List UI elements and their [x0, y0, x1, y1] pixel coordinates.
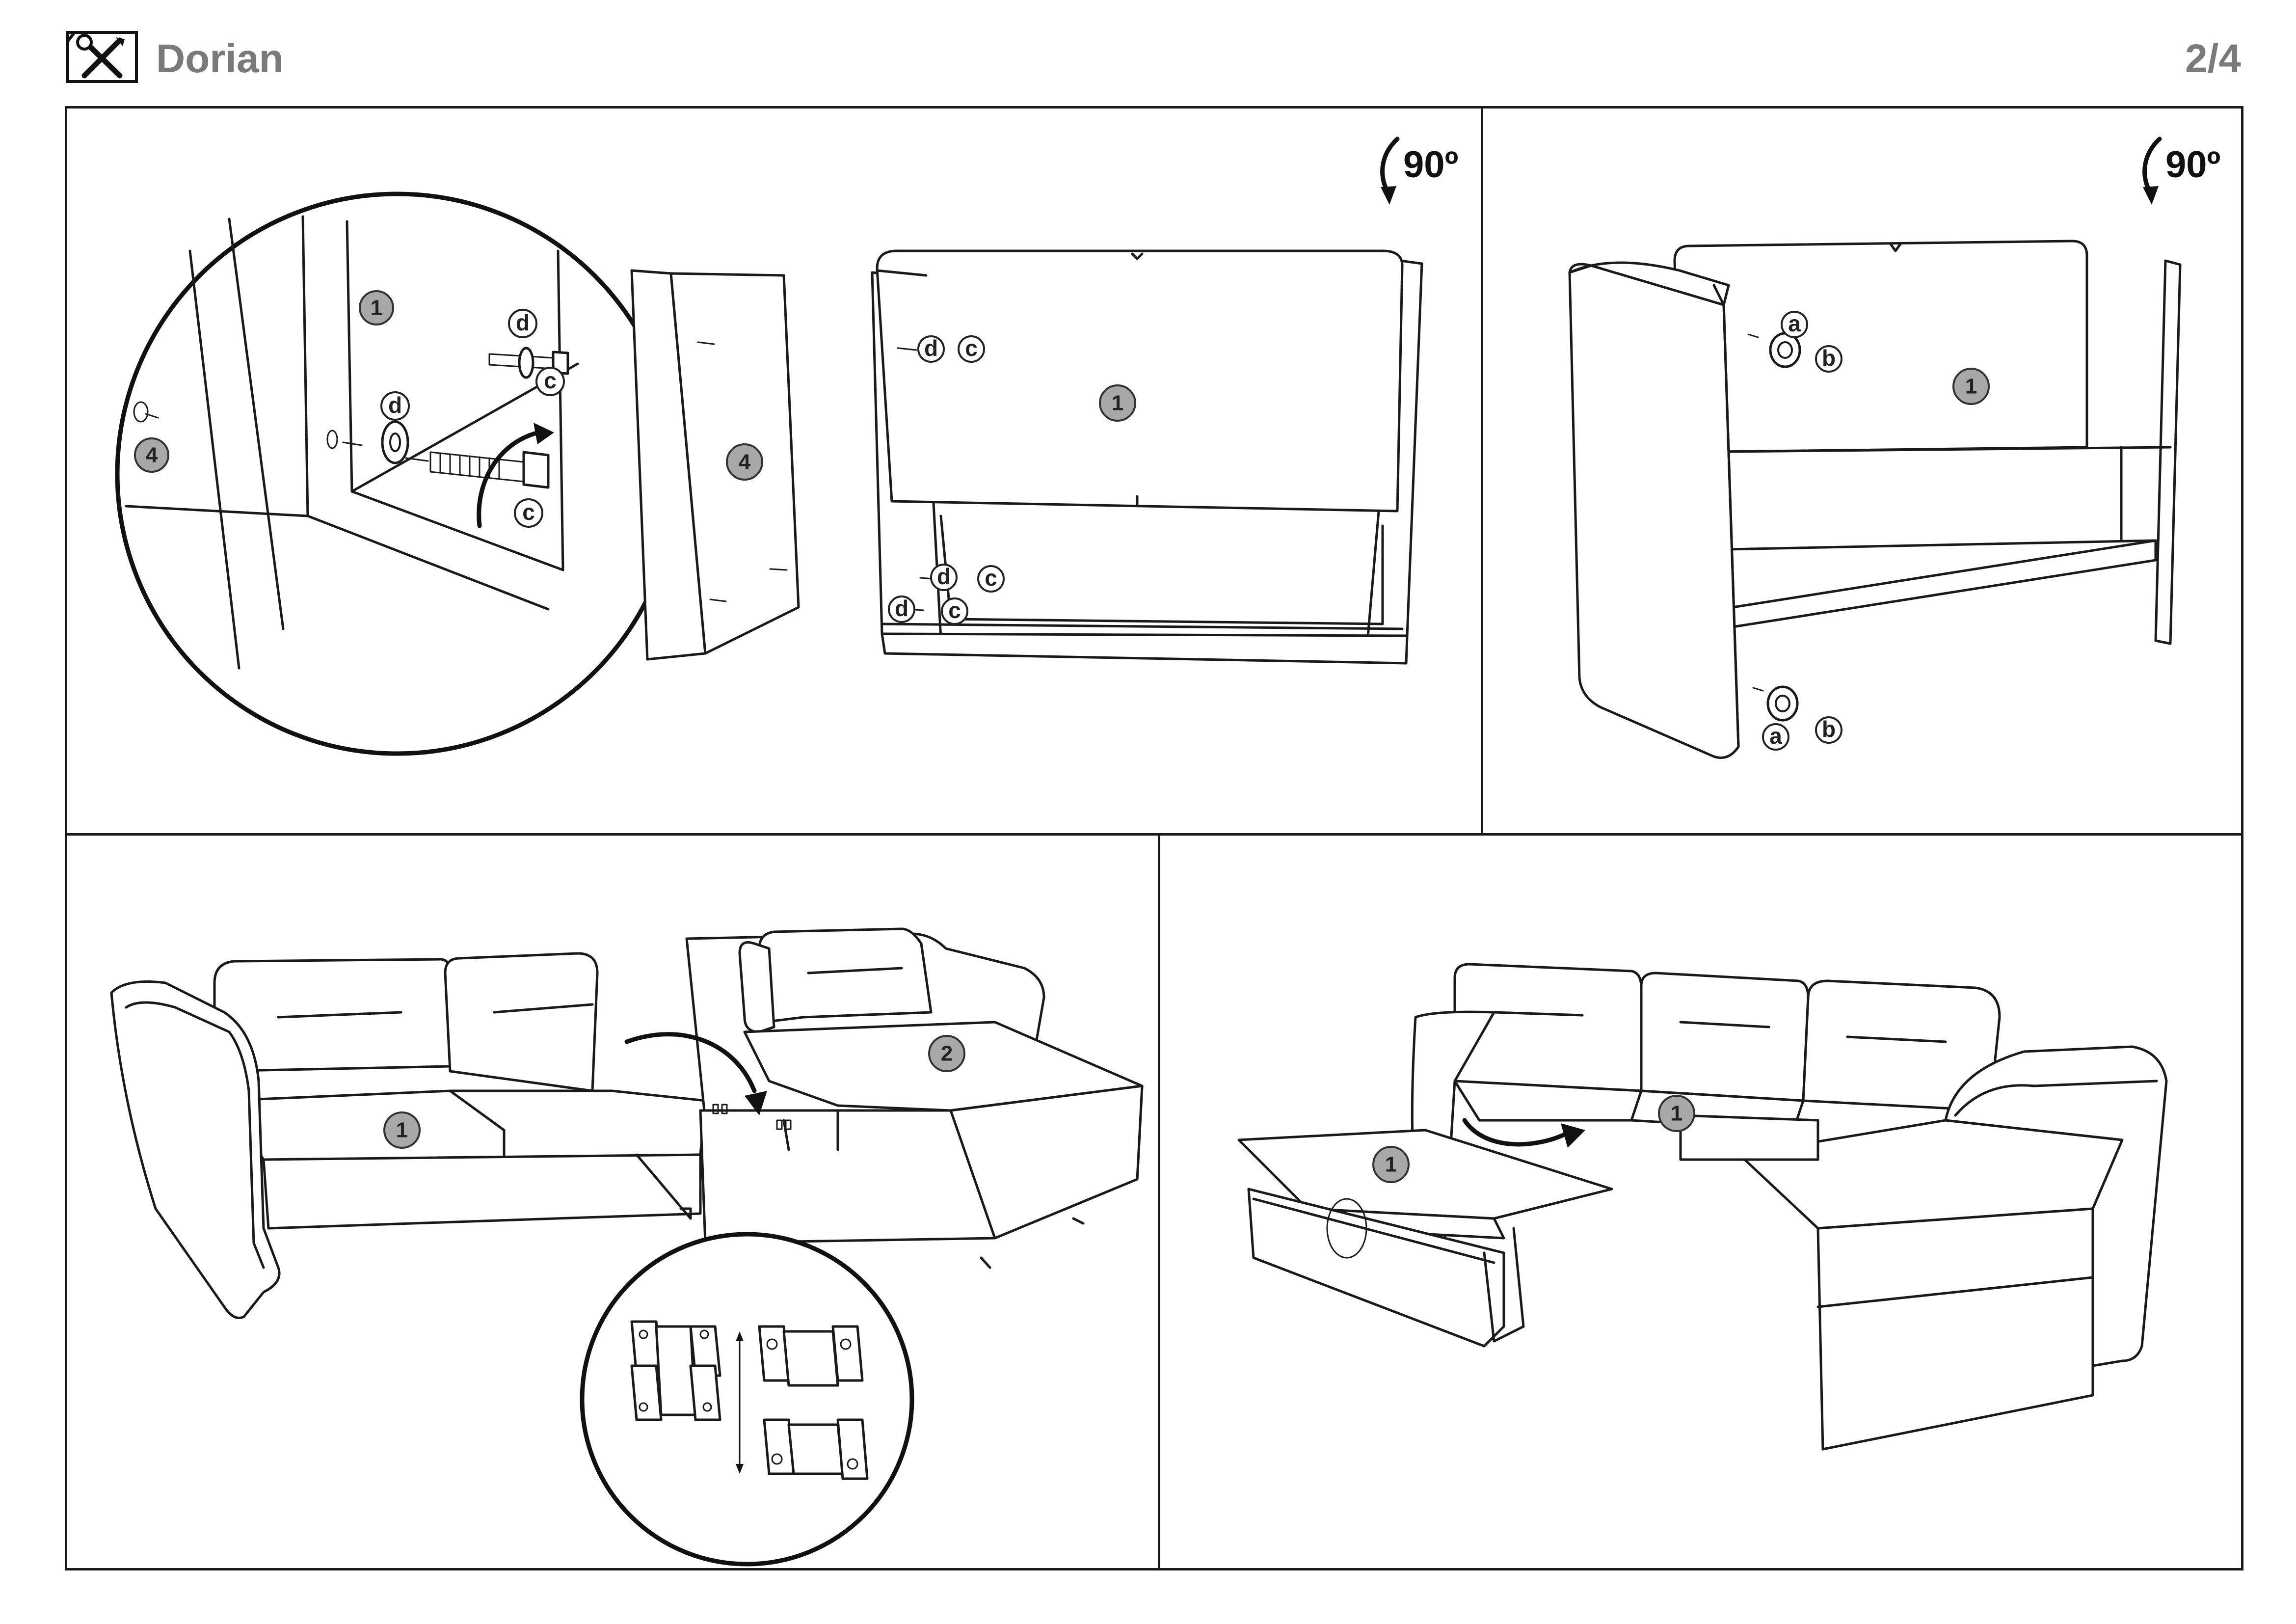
bracket-detail-bubble [580, 1232, 914, 1567]
rotate-90-icon: 90º [2142, 136, 2220, 205]
step-2-illustration: 90º 1 a b a b [1568, 136, 2220, 759]
join-arrow [624, 1032, 767, 1115]
svg-text:1: 1 [371, 296, 382, 320]
step-panel-4: 1 1 [1158, 833, 2243, 1570]
back-frame: 1 d c d c d c [871, 249, 1423, 665]
svg-text:c: c [985, 565, 997, 591]
rotate-90-icon: 90º [1380, 136, 1458, 205]
svg-text:d: d [924, 335, 938, 361]
detail-bubble: 1 4 d d c c [115, 191, 679, 756]
svg-text:d: d [937, 564, 951, 589]
rotation-label: 90º [2165, 144, 2220, 186]
svg-text:2: 2 [941, 1042, 953, 1066]
svg-text:d: d [388, 392, 402, 418]
svg-text:4: 4 [739, 450, 751, 474]
slide-arrow [1462, 1118, 1585, 1148]
svg-text:c: c [522, 499, 535, 525]
svg-text:c: c [544, 368, 557, 393]
svg-text:1: 1 [396, 1118, 408, 1142]
step-4-illustration: 1 1 [1237, 963, 2168, 1451]
pull-out-bed: 1 [1237, 1129, 1613, 1348]
step-3-illustration: 1 2 [110, 927, 1144, 1567]
step-1-illustration: 90º [115, 136, 1458, 756]
tools-icon [66, 31, 138, 83]
page-number: 2/4 [2185, 36, 2241, 81]
step-panel-1: 90º [65, 106, 1483, 836]
svg-text:a: a [1769, 723, 1782, 749]
frame-with-armrest: 1 a b a b [1568, 240, 2182, 759]
svg-text:d: d [516, 310, 530, 335]
svg-text:1: 1 [1965, 375, 1977, 399]
sofa-section-1: 1 [110, 952, 707, 1319]
svg-text:4: 4 [146, 443, 158, 467]
svg-text:c: c [948, 597, 961, 623]
step-panel-3: 1 2 [65, 833, 1160, 1570]
brand-name: Dorian [156, 36, 284, 81]
svg-text:1: 1 [1385, 1153, 1397, 1177]
assembled-corner-sofa: 1 [1411, 963, 2168, 1451]
svg-text:a: a [1788, 311, 1801, 336]
page-header: Dorian 2/4 [0, 0, 2296, 98]
chaise-section-2: 2 [685, 927, 1144, 1269]
step-panel-2: 90º 1 a b a b [1481, 106, 2243, 836]
side-panel-4: 4 [630, 269, 800, 661]
svg-text:1: 1 [1112, 391, 1123, 415]
svg-text:d: d [895, 595, 908, 621]
svg-text:c: c [965, 335, 978, 361]
svg-text:1: 1 [1671, 1102, 1682, 1126]
svg-text:b: b [1822, 345, 1836, 371]
rotation-label: 90º [1403, 144, 1458, 186]
svg-text:b: b [1822, 716, 1836, 742]
